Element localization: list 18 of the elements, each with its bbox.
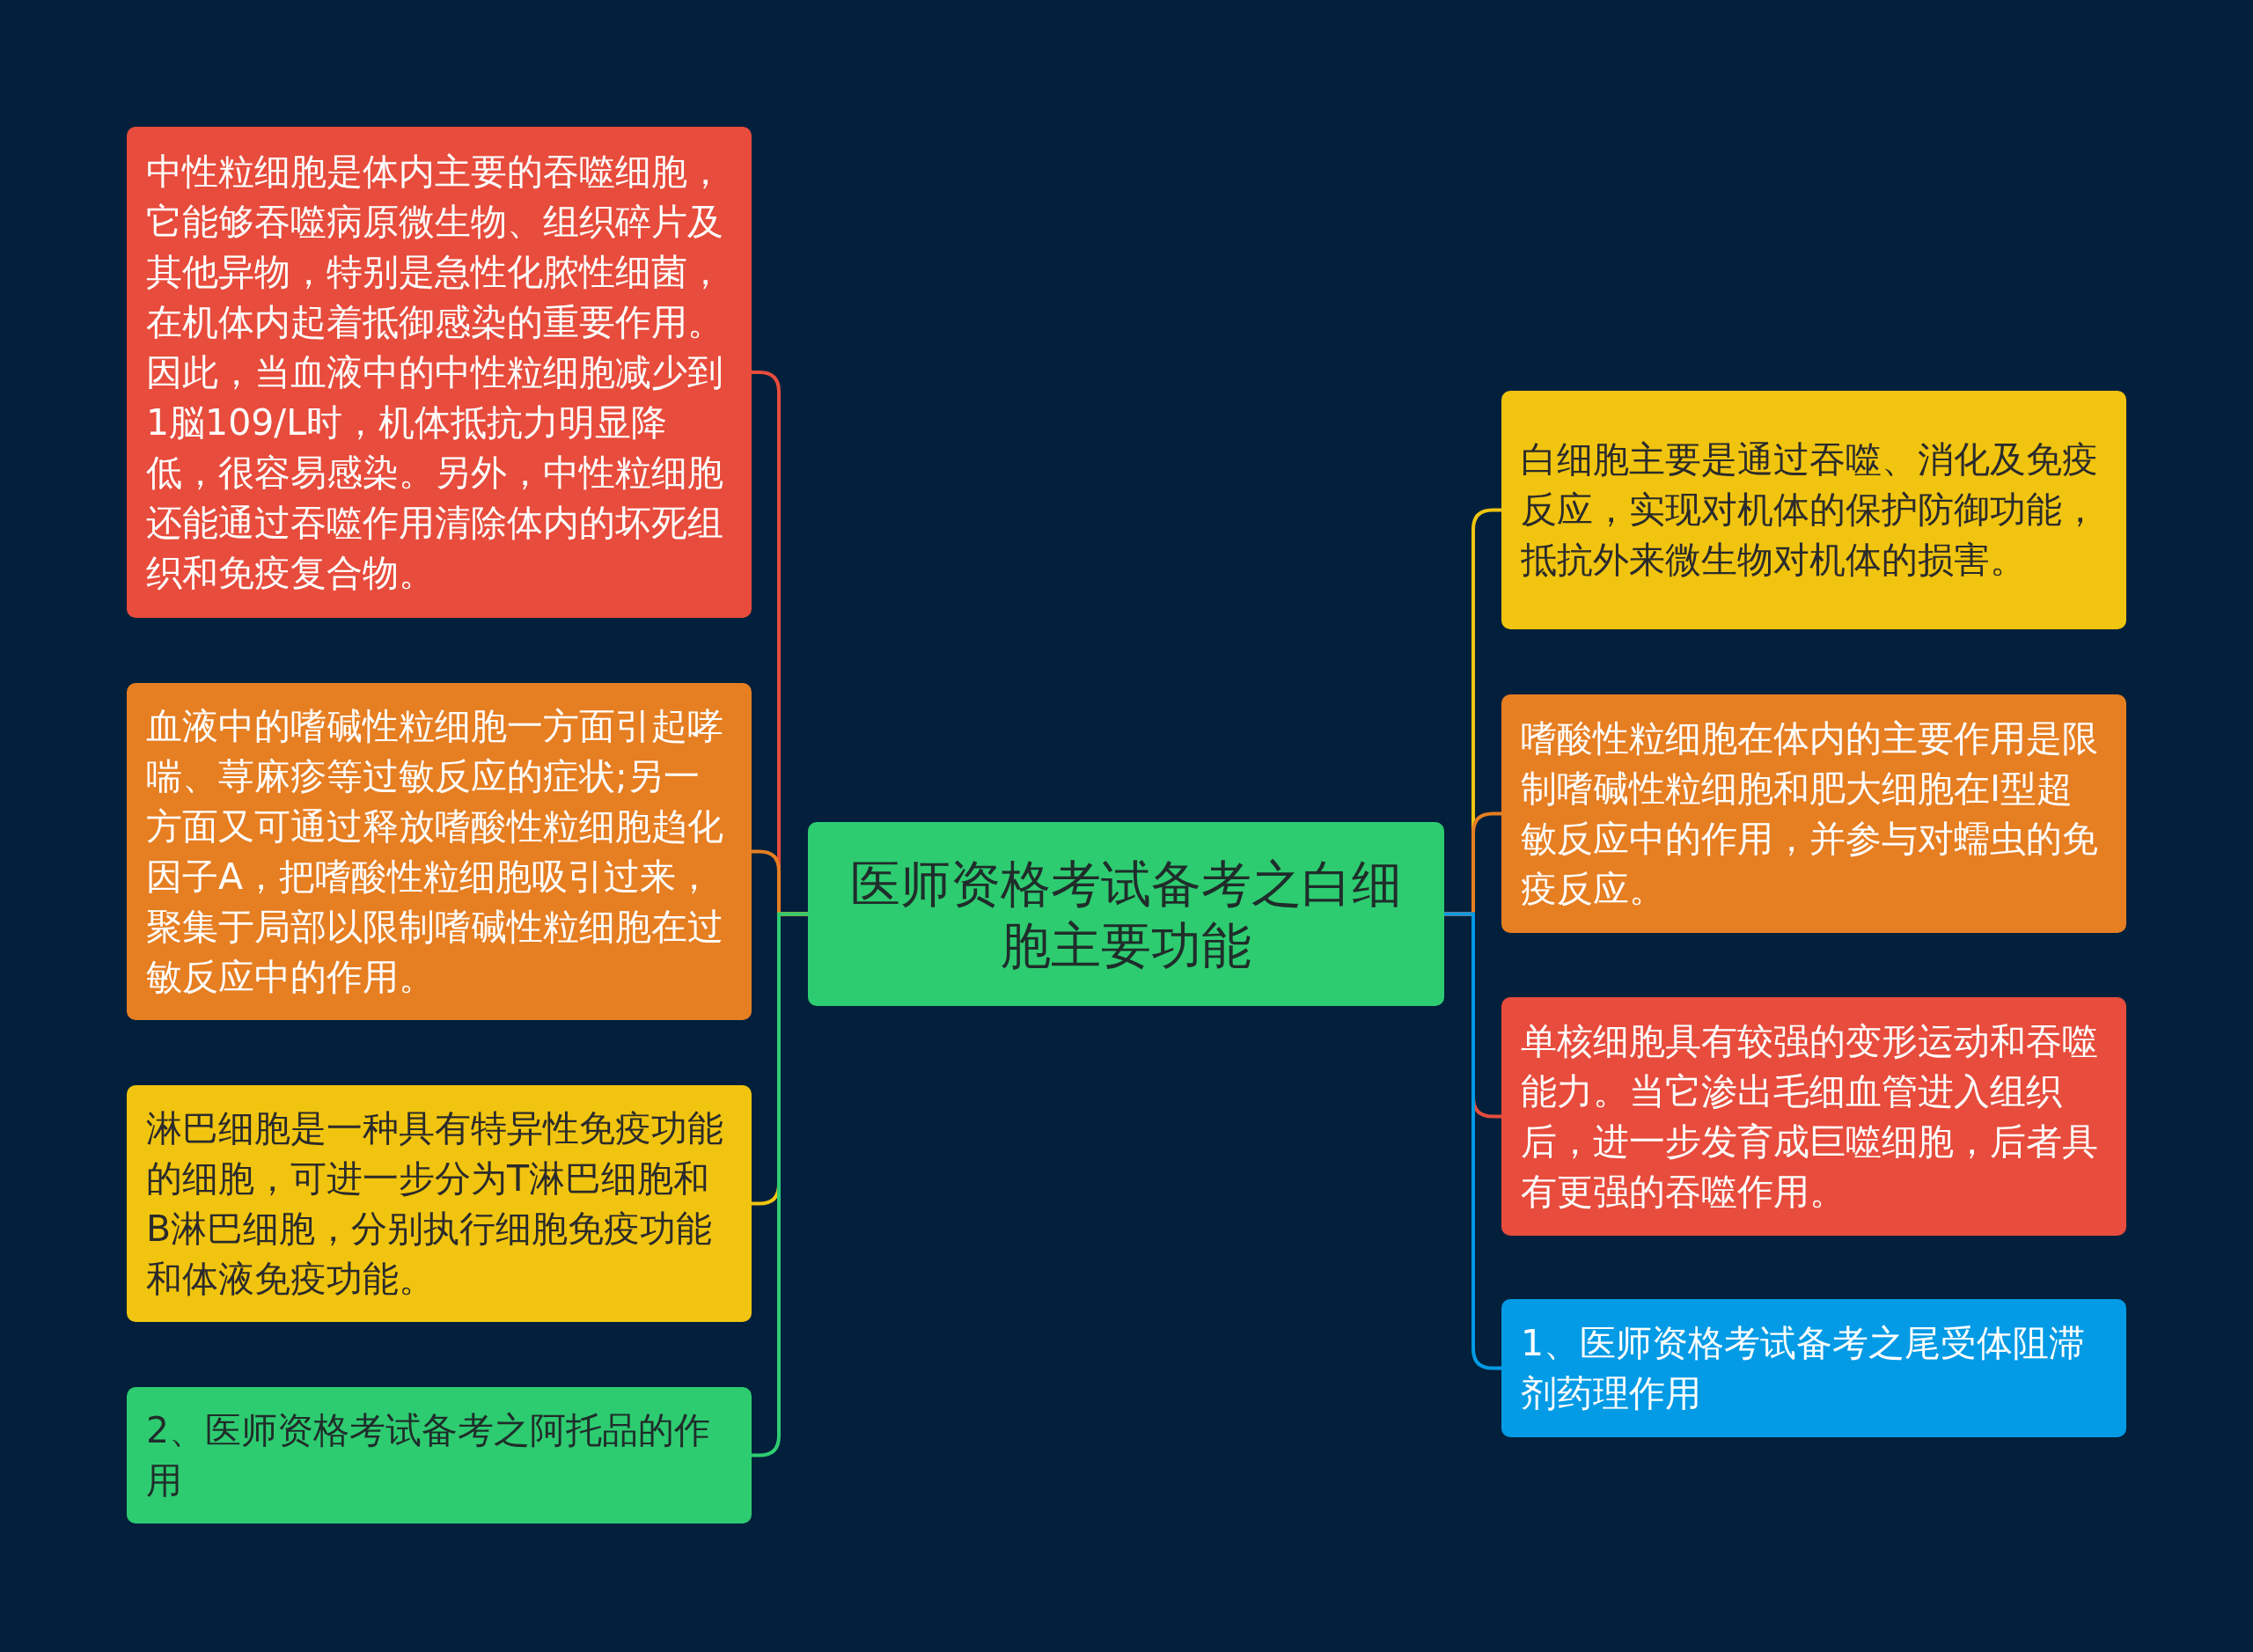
topic-text: 医师资格考试备考之白细胞主要功能 bbox=[849, 853, 1403, 976]
note-box bbox=[127, 127, 752, 618]
note-box bbox=[127, 683, 752, 1020]
note-text: 2、医师资格考试备考之阿托品的作用 bbox=[146, 1407, 712, 1503]
note-box bbox=[127, 1387, 752, 1524]
note-text: 单核细胞具有较强的变形运动和吞噬能力。当它渗出毛细血管进入组织后，进一步发育成巨噬细胞，后者具有更强的吞噬作用。 bbox=[1521, 1018, 2099, 1215]
note-text: 血液中的嗜碱性粒细胞一方面引起哮喘、荨麻疹等过敏反应的症状;另一方面又可通过释放嗜酸性粒细胞趋化因子A，把嗜酸性粒细胞吸引过来，聚集于局部以限制嗜碱性粒细胞在过敏反应中的作用。 bbox=[146, 703, 724, 1000]
note-text: 白细胞主要是通过吞噬、消化及免疫反应，实现对机体的保护防御功能，抵抗外来微生物对机体的损害。 bbox=[1521, 437, 2099, 583]
note-box bbox=[1501, 391, 2126, 629]
topic-box bbox=[808, 822, 1444, 1006]
note-text: 1、医师资格考试备考之尾受体阻滞剂药理作用 bbox=[1521, 1320, 2087, 1416]
note-box bbox=[1501, 1299, 2126, 1437]
note-box bbox=[1501, 997, 2126, 1236]
note-text: 中性粒细胞是体内主要的吞噬细胞，它能够吞噬病原微生物、组织碎片及其他异物，特别是急性化脓性细菌，在机体内起着抵御感染的重要作用。因此，当血液中的中性粒细胞减少到1脳109/L时，机体抵抗力明显降低，很容易感染。另外，中性粒细胞还能通过吞噬作用清除体内的坏死组织和免疫复合物。 bbox=[146, 149, 724, 596]
note-text: 嗜酸性粒细胞在体内的主要作用是限制嗜碱性粒细胞和肥大细胞在Ⅰ型超敏反应中的作用，并参与对蠕虫的免疫反应。 bbox=[1521, 716, 2099, 912]
note-box bbox=[1501, 694, 2126, 933]
note-box bbox=[127, 1085, 752, 1322]
note-text: 淋巴细胞是一种具有特异性免疫功能的细胞，可进一步分为T淋巴细胞和B淋巴细胞，分别执行细胞免疫功能和体液免疫功能。 bbox=[146, 1105, 724, 1302]
